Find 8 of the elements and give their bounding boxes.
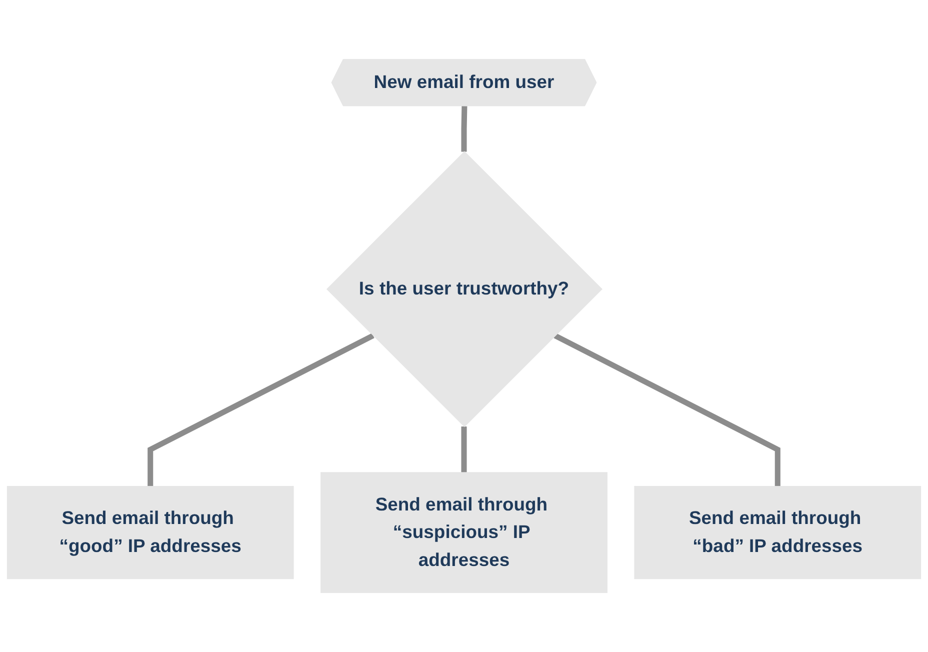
node-box: Send email through “bad” IP addresses [634,486,922,580]
connector [461,106,468,152]
node-diamond: Is the user trustworthy? [326,151,602,428]
connector [461,426,467,473]
node-box: Send email through “good” IP addresses [6,486,294,580]
connector [148,333,374,486]
connector [554,333,780,486]
node-box: Send email through “suspicious” IP addresses [320,472,608,593]
